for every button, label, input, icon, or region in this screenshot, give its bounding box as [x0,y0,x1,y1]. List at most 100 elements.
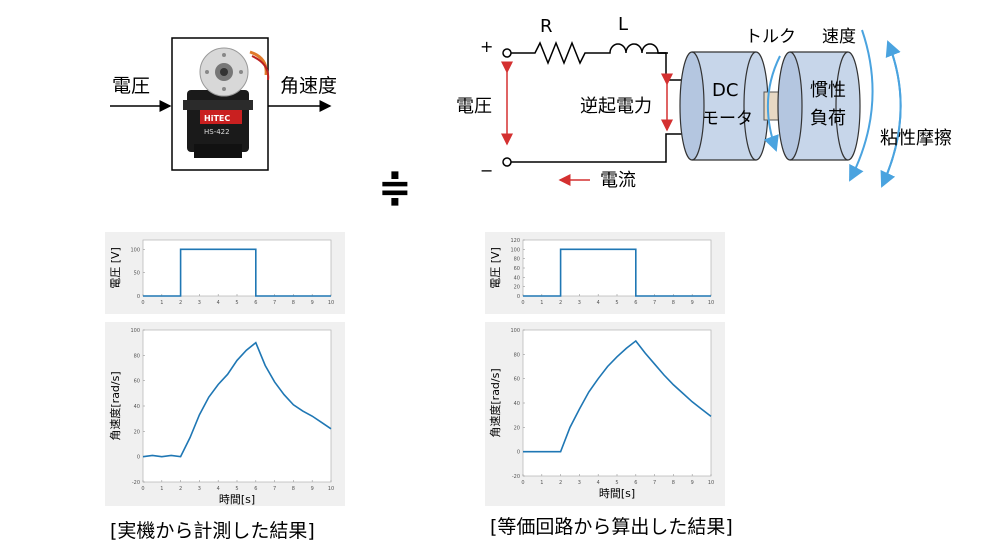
x-tick-label: 10 [328,300,334,306]
x-tick-label: 7 [273,300,276,306]
x-axis-label: 時間[s] [599,487,635,500]
y-tick-label: 100 [510,328,520,334]
x-tick-label: 6 [634,300,637,306]
x-tick-label: 4 [217,300,220,306]
y-tick-label: 80 [134,353,140,359]
y-tick-label: 60 [514,266,520,272]
current-label: 電流 [600,170,636,191]
load-label-load: 負荷 [810,108,846,129]
x-tick-label: 8 [672,480,675,486]
x-tick-label: 8 [672,300,675,306]
inertial-load-cylinder [777,51,861,161]
speed-arc [849,29,874,182]
x-axis-label: 時間[s] [219,493,255,506]
motor-label-dc: DC [712,80,738,101]
negative-terminal [502,157,512,167]
y-tick-label: -20 [512,474,520,480]
plus-sign: + [480,37,493,56]
wire-to-motor-minus [511,133,682,163]
x-tick-label: 10 [708,480,714,486]
series-line [142,341,332,458]
resistor-symbol [511,40,600,66]
plot-area [522,239,712,297]
servo-block-diagram: 電圧 HiTEC HS-422 角速度 [100,30,360,180]
wire-to-motor-plus [658,52,682,81]
dc-motor-cylinder [679,51,769,161]
plot-area [142,239,332,297]
y-tick-label: 100 [510,247,520,253]
positive-terminal [502,48,512,58]
friction-arc-start [881,40,902,187]
resistor-label: R [540,16,553,37]
x-tick-label: 10 [328,486,334,492]
x-tick-label: 4 [597,480,600,486]
y-tick-label: 60 [134,379,140,385]
simulated-caption: [等価回路から算出した結果] [490,516,733,538]
y-tick-label: 0 [517,294,520,300]
x-tick-label: 2 [559,300,562,306]
x-tick-label: 1 [540,300,543,306]
x-tick-label: 9 [311,486,314,492]
output-label: 角速度 [280,75,337,97]
x-tick-label: 7 [653,300,656,306]
inductor-symbol [600,43,668,54]
x-tick-label: 0 [521,480,524,486]
x-tick-label: 1 [160,486,163,492]
x-tick-label: 3 [198,486,201,492]
input-label: 電圧 [112,75,150,97]
x-tick-label: 3 [198,300,201,306]
x-tick-label: 7 [273,486,276,492]
x-tick-label: 5 [235,300,238,306]
load-label-inertia: 慣性 [810,80,846,101]
x-tick-label: 1 [540,480,543,486]
y-tick-label: 0 [137,455,140,461]
series-line [143,248,331,297]
y-tick-label: 100 [130,247,140,253]
torque-label: トルク [745,27,796,47]
measured-caption: [実機から計測した結果] [110,520,315,542]
speed-label: 速度 [822,27,856,47]
y-tick-label: 40 [134,404,140,410]
x-tick-label: 4 [597,300,600,306]
x-tick-label: 5 [615,300,618,306]
servo-brand: HiTEC [204,114,230,123]
x-tick-label: 5 [615,480,618,486]
servo-motor-image: HiTEC HS-422 [183,47,270,158]
y-tick-label: 80 [514,257,520,263]
y-tick-label: 0 [517,450,520,456]
voltage-label: 電圧 [456,96,492,117]
x-tick-label: 9 [691,300,694,306]
series-line [523,248,711,297]
y-tick-label: 40 [514,275,520,281]
motor-label-motor: モータ [702,109,753,129]
y-tick-label: 100 [130,328,140,334]
x-tick-label: 3 [578,300,581,306]
y-axis-label: 電圧 [V] [109,247,122,289]
x-tick-label: 8 [292,300,295,306]
x-tick-label: 6 [254,486,257,492]
x-tick-label: 5 [235,486,238,492]
y-tick-label: 20 [514,285,520,291]
minus-sign: − [480,161,493,180]
x-tick-label: 2 [559,480,562,486]
approx-equal-symbol: ≑ [378,165,412,211]
y-axis-label: 角速度[rad/s] [488,368,502,437]
y-tick-label: 120 [510,238,520,244]
series-line [523,339,712,453]
y-tick-label: 40 [514,401,520,407]
x-tick-label: 9 [691,480,694,486]
x-tick-label: 6 [254,300,257,306]
y-axis-label: 電圧 [V] [489,247,502,289]
x-tick-label: 7 [653,480,656,486]
x-tick-label: 9 [311,300,314,306]
x-tick-label: 0 [521,300,524,306]
x-tick-label: 1 [160,300,163,306]
y-tick-label: 20 [514,425,520,431]
equivalent-circuit: + − R L 電圧 逆起電力 電流 DC モータ [440,0,1000,215]
servo-model: HS-422 [204,128,230,136]
plot-area [522,329,712,477]
